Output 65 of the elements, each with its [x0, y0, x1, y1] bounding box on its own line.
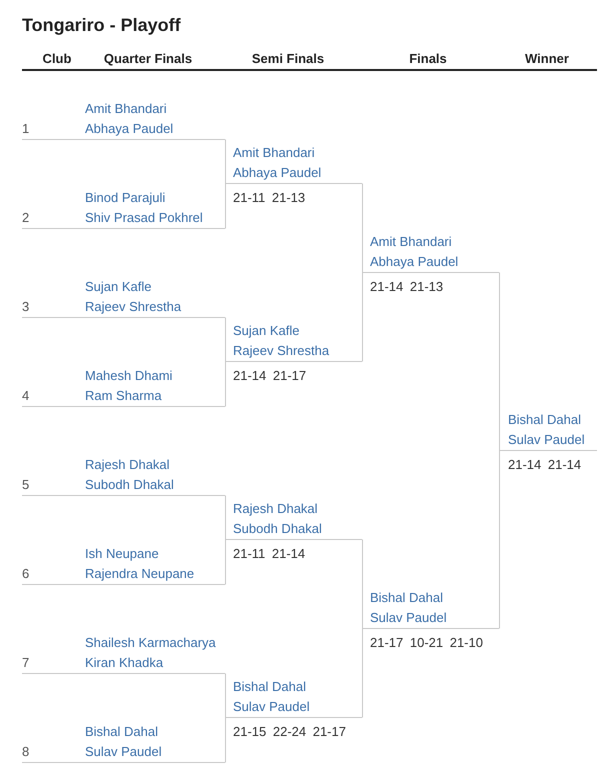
player-name: Binod Parajuli	[85, 189, 166, 207]
player-name: Abhaya Paudel	[85, 120, 174, 138]
player-name: Subodh Dhakal	[85, 476, 174, 494]
bracket-line	[362, 539, 363, 629]
player-name: Sulav Paudel	[85, 743, 162, 761]
bracket-line	[499, 272, 500, 451]
column-header: Finals	[409, 50, 447, 68]
bracket-line	[225, 317, 226, 362]
bracket-line	[362, 628, 363, 718]
match-score: 21-15 22-24 21-17	[233, 723, 346, 741]
player-name: Shiv Prasad Pokhrel	[85, 209, 203, 227]
column-header: Semi Finals	[252, 50, 324, 68]
bracket-line	[225, 673, 226, 718]
player-name: Sujan Kafle	[85, 278, 152, 296]
match-score: 21-14 21-13	[370, 278, 444, 296]
player-name: Shailesh Karmacharya	[85, 634, 216, 652]
bracket-line	[362, 272, 363, 362]
player-name: Rajeev Shrestha	[233, 342, 330, 360]
player-name: Kiran Khadka	[85, 654, 164, 672]
player-name: Sulav Paudel	[233, 698, 310, 716]
player-name: Ish Neupane	[85, 545, 159, 563]
bracket-line	[499, 450, 500, 629]
player-name: Subodh Dhakal	[233, 520, 322, 538]
seed-number: 7	[22, 654, 30, 672]
player-name: Rajesh Dhakal	[233, 500, 318, 518]
player-name: Rajesh Dhakal	[85, 456, 170, 474]
seed-number: 6	[22, 565, 30, 583]
player-name: Rajeev Shrestha	[85, 298, 182, 316]
seed-number: 8	[22, 743, 30, 761]
player-name: Rajendra Neupane	[85, 565, 194, 583]
player-name: Sulav Paudel	[508, 431, 585, 449]
player-name: Bishal Dahal	[233, 678, 306, 696]
player-name: Sujan Kafle	[233, 322, 300, 340]
player-name: Amit Bhandari	[85, 100, 167, 118]
match-score: 21-11 21-14	[233, 545, 306, 563]
column-header: Quarter Finals	[104, 50, 192, 68]
player-name: Amit Bhandari	[233, 144, 315, 162]
player-name: Bishal Dahal	[85, 723, 158, 741]
player-name: Amit Bhandari	[370, 233, 452, 251]
match-score: 21-11 21-13	[233, 189, 306, 207]
bracket-line	[225, 183, 226, 229]
seed-number: 3	[22, 298, 30, 316]
player-name: Sulav Paudel	[370, 609, 447, 627]
bracket-line	[225, 361, 226, 407]
match-score: 21-14 21-14	[508, 456, 582, 474]
seed-number: 2	[22, 209, 30, 227]
player-name: Mahesh Dhami	[85, 367, 172, 385]
bracket-line	[362, 183, 363, 273]
column-header: Winner	[525, 50, 569, 68]
player-name: Abhaya Paudel	[370, 253, 458, 271]
match-score: 21-14 21-17	[233, 367, 306, 385]
bracket-line	[225, 139, 226, 184]
seed-number: 5	[22, 476, 30, 494]
match-score: 21-17 10-21 21-10	[370, 634, 483, 652]
player-name: Ram Sharma	[85, 387, 162, 405]
column-header: Club	[42, 50, 72, 68]
seed-number: 4	[22, 387, 30, 405]
bracket-line	[225, 539, 226, 585]
bracket-line	[225, 717, 226, 763]
player-name: Abhaya Paudel	[233, 164, 322, 182]
bracket-line	[225, 495, 226, 540]
player-name: Bishal Dahal	[508, 411, 581, 429]
player-name: Bishal Dahal	[370, 589, 443, 607]
page-title: Tongariro - Playoff	[22, 14, 181, 37]
seed-number: 1	[22, 120, 30, 138]
